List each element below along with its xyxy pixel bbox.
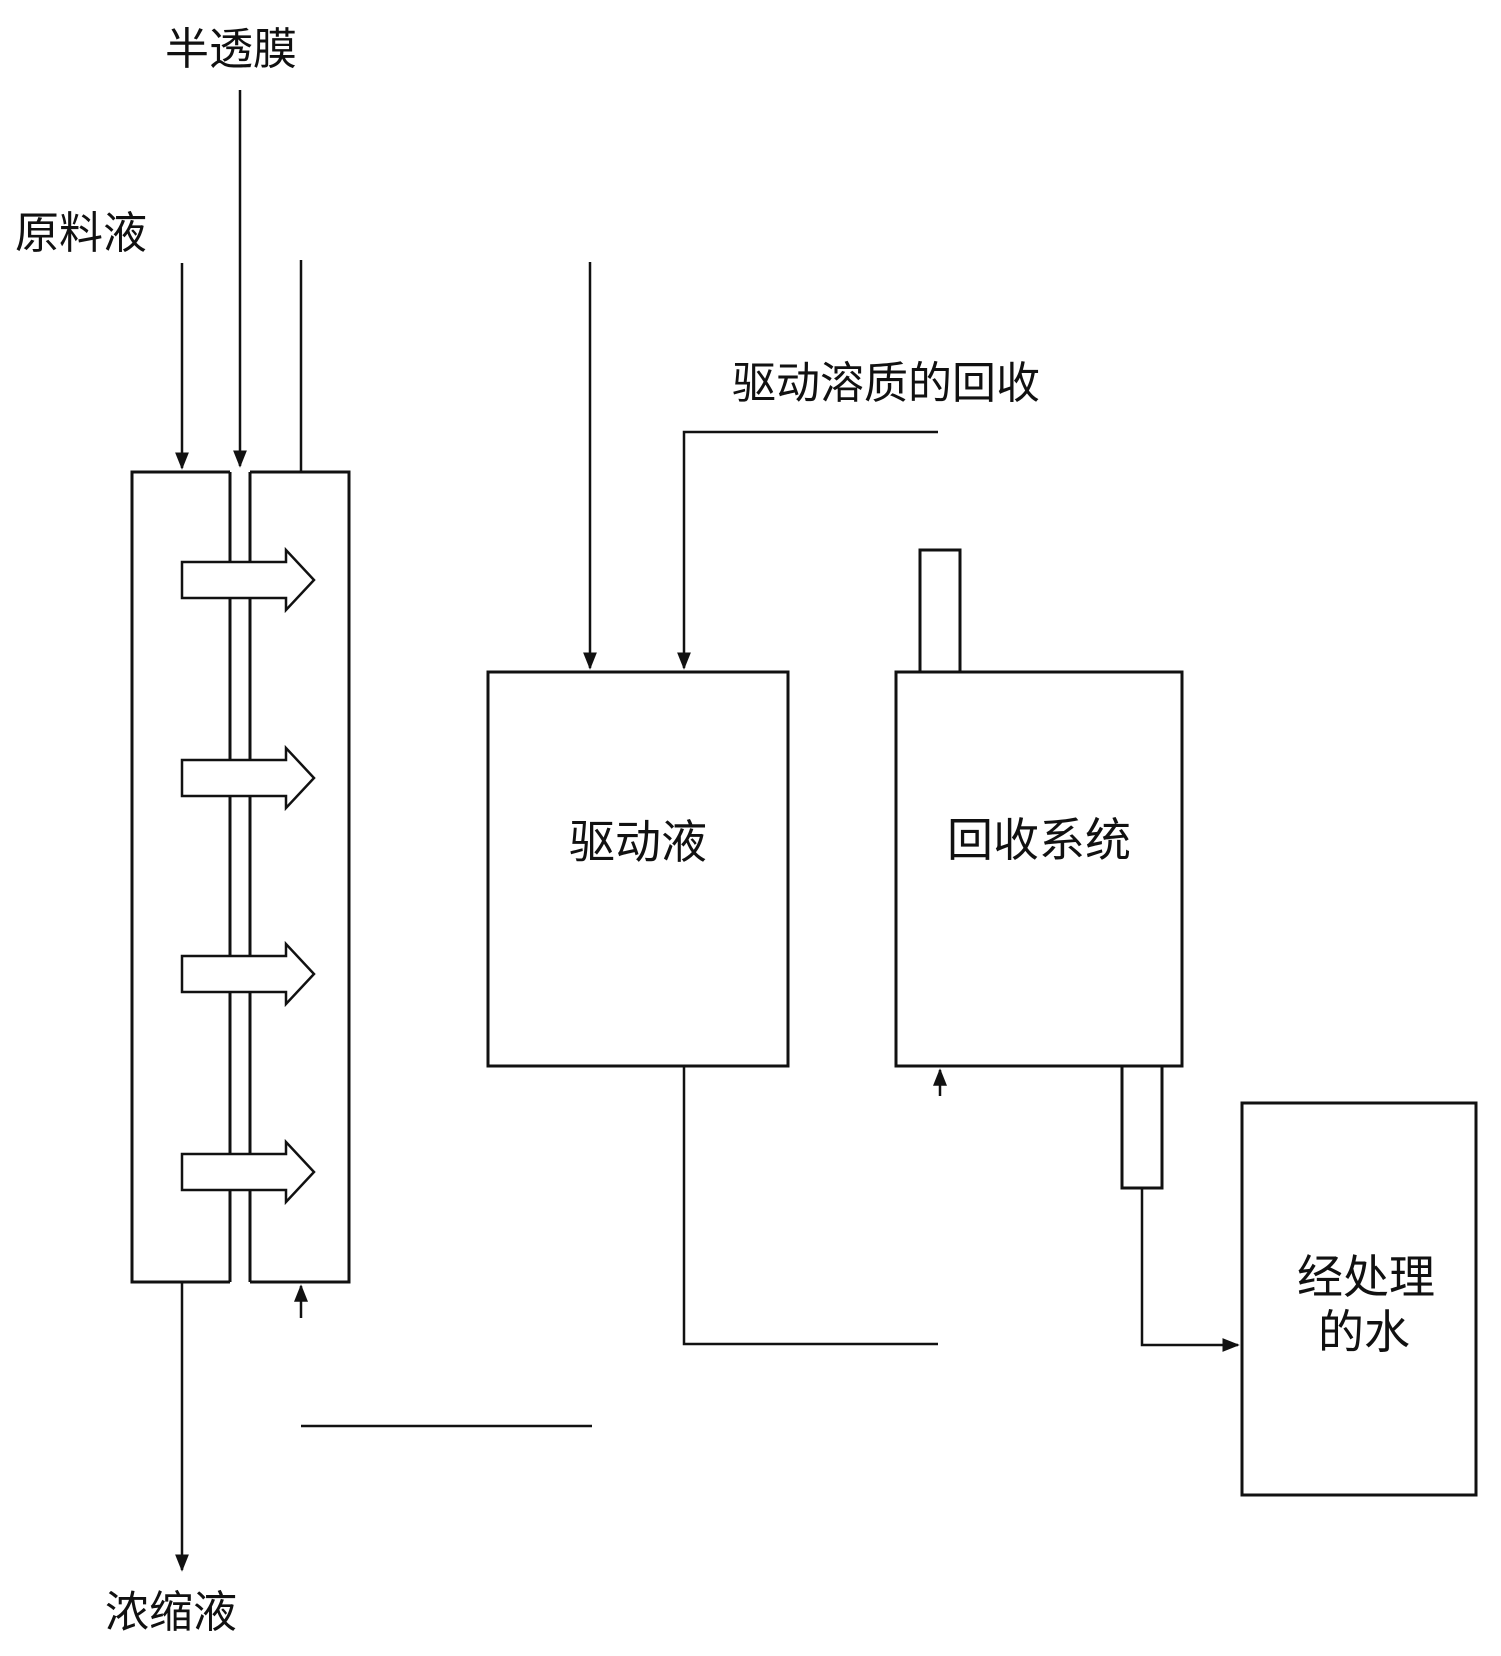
permeation-arrow: [180, 1138, 316, 1206]
draw-channel: [250, 470, 351, 1284]
semipermeable-membrane-label: 半透膜: [165, 24, 297, 75]
treated-water-label-line2: 的水: [1318, 1305, 1410, 1359]
treated-water-box: [1240, 1101, 1478, 1497]
draw-solution-box: [486, 670, 790, 1068]
permeation-arrow: [180, 546, 316, 614]
treated-water-label-line1: 经处理: [1297, 1250, 1435, 1304]
recovery-bottom-pipe: [1120, 1064, 1164, 1190]
permeation-arrow: [180, 744, 316, 812]
diluted-draw-outlet-line: [682, 1066, 938, 1346]
permeation-arrow: [180, 940, 316, 1008]
draw-solute-return-arrow: [677, 430, 938, 670]
recovery-system-box: [894, 670, 1184, 1068]
draw-solute-recovery-label: 驱动溶质的回收: [732, 358, 1040, 409]
feed-solution-label: 原料液: [15, 208, 147, 259]
recovery-top-pipe: [918, 548, 962, 674]
permeation-arrows: [180, 546, 316, 1206]
recovery-system-label: 回收系统: [947, 813, 1131, 867]
draw-solution-label: 驱动液: [569, 815, 707, 869]
treated-water-arrow: [1140, 1188, 1240, 1352]
concentrate-label: 浓缩液: [105, 1587, 237, 1638]
